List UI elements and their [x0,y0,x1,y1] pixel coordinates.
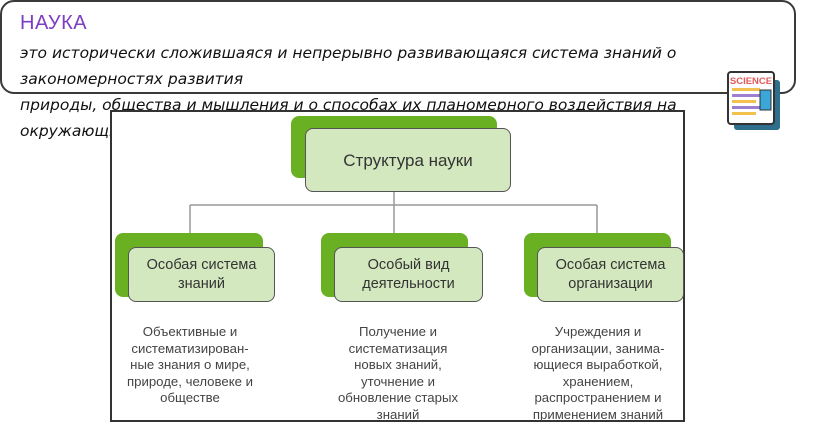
branch-2-description: Получение и систематизация новых знаний,… [318,324,478,423]
branch-3-desc-line: распространением и [534,390,662,405]
branch-2-desc-line: уточнение и [360,373,436,389]
branch-1-desc-line: обществе [160,390,220,405]
branch-2-node: Особый вид деятельности [334,247,483,302]
connector-lines [189,192,598,236]
branch-1-desc-line: систематизирован- [131,340,249,356]
branch-3-description: Учреждения и организации, занима- ющиеся… [518,324,678,423]
branch-2-desc-line: знаний [376,406,420,422]
branch-1-description: Объективные и систематизирован- ные знан… [115,324,265,407]
branch-1-node: Особая система знаний [128,247,275,302]
branch-2-desc-line: систематизация [348,340,448,356]
root-label: Структура науки [343,150,473,170]
branch-2-label-line-1: Особый вид [367,256,450,273]
branch-3-node: Особая система организации [537,247,684,302]
science-newspaper-icon: SCIENCE [727,71,780,130]
branch-1-desc-line: ные знания о мире, [130,357,250,372]
branch-2-desc-line: обновление старых [337,390,459,405]
callout-title: НАУКА [20,12,88,34]
branch-3-label-line-2: организации [568,275,653,292]
definition-callout: НАУКА это исторически сложившаяся и непр… [0,0,796,140]
svg-text:SCIENCE: SCIENCE [730,76,772,87]
branch-3-label-line-1: Особая система [555,256,666,273]
science-structure-diagram: Структура науки Особая система знаний Об… [110,110,685,422]
branch-3-desc-line: применением знаний [532,406,664,422]
branch-1-desc-line: Объективные и [142,324,238,339]
branch-3-desc-line: организации, занима- [531,340,665,356]
definition-line-1: это исторически сложившаяся и непрерывно… [20,44,677,88]
branch-3-desc-line: Учреждения и [554,324,642,339]
branch-2-label-line-2: деятельности [362,275,455,292]
branch-1-label-line-1: Особая система [146,256,257,273]
branch-1-desc-line: природе, человеке и [127,373,253,389]
branch-2-desc-line: новых знаний, [354,357,442,372]
branch-3-desc-line: ющиеся выработкой, [533,357,663,372]
callout-definition: это исторически сложившаяся и непрерывно… [20,40,790,144]
branch-1-label-line-2: знаний [178,275,225,292]
root-node: Структура науки [305,128,511,192]
branch-3-desc-line: хранением, [562,373,634,389]
branch-2-desc-line: Получение и [358,324,438,339]
